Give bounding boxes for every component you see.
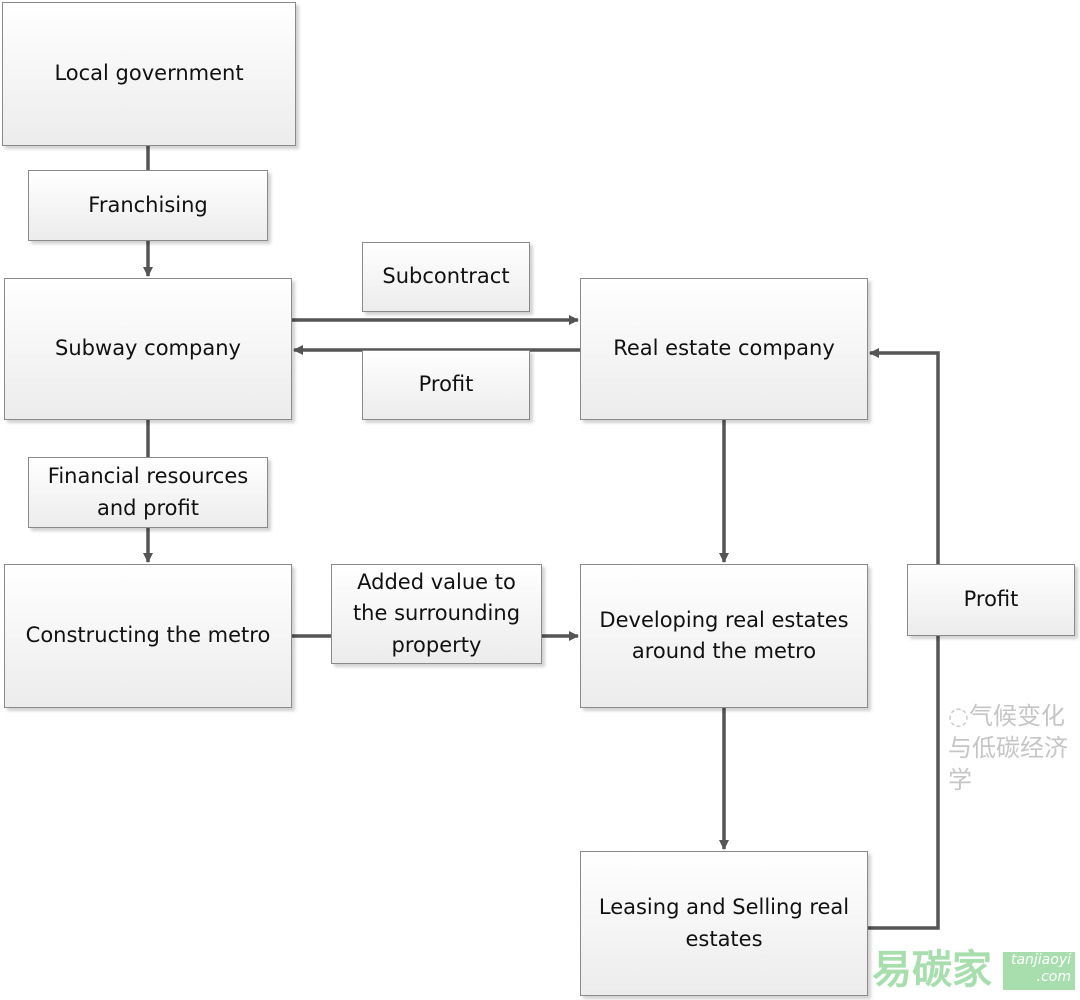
link-leasing-profit xyxy=(868,636,940,930)
node-developing-real-estates: Developing real estates around the metro xyxy=(580,564,868,708)
node-constructing-metro: Constructing the metro xyxy=(4,564,292,708)
node-label: Developing real estates around the metro xyxy=(599,607,849,664)
node-franchising: Franchising xyxy=(28,170,268,241)
node-label: Financial resources and profit xyxy=(47,464,249,520)
node-label: Constructing the metro xyxy=(25,623,271,648)
node-label: Profit xyxy=(418,372,474,397)
node-profit-middle: Profit xyxy=(362,350,530,420)
node-subway-company: Subway company xyxy=(4,278,292,420)
node-label: Subway company xyxy=(55,336,241,361)
node-local-government: Local government xyxy=(2,2,296,146)
node-label: Added value to the surrounding property xyxy=(352,569,521,657)
node-label: Local government xyxy=(54,61,244,86)
node-label: Real estate company xyxy=(613,336,835,361)
node-leasing-selling: Leasing and Selling real estates xyxy=(580,851,868,996)
node-added-value: Added value to the surrounding property xyxy=(331,564,542,664)
node-subcontract: Subcontract xyxy=(362,242,530,312)
node-real-estate-company: Real estate company xyxy=(580,278,868,420)
node-financial-resources: Financial resources and profit xyxy=(28,457,268,528)
node-label: Profit xyxy=(963,587,1019,612)
node-label: Franchising xyxy=(88,192,208,217)
node-label: Subcontract xyxy=(382,264,510,289)
node-profit-right: Profit xyxy=(907,564,1075,636)
node-label: Leasing and Selling real estates xyxy=(598,895,850,951)
arrow-profit-realestate xyxy=(869,348,940,564)
